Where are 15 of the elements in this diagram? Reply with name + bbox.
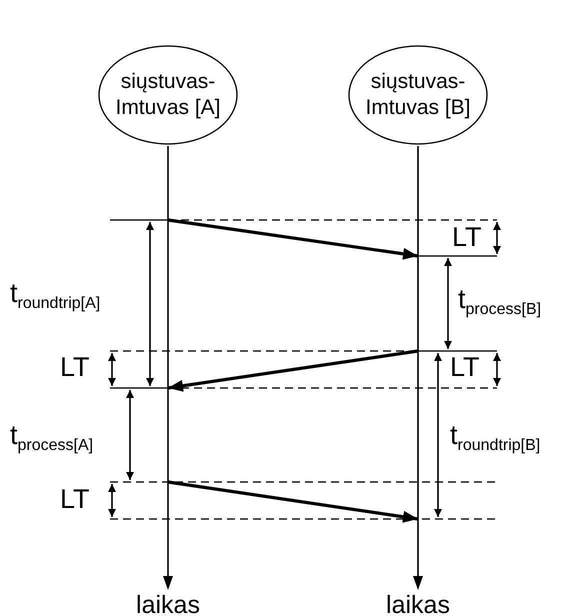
duration-label: LT <box>452 222 482 253</box>
duration-label: t$_{process[B]}$ <box>458 284 542 319</box>
duration-label: t$_{roundtrip[A]}$ <box>10 278 100 313</box>
participant-label: siųstuvas-Imtuvas [B] <box>364 69 472 121</box>
duration-label: LT <box>60 484 90 515</box>
participant-label: siųstuvas-Imtuvas [A] <box>114 69 222 121</box>
duration-label: t$_{roundtrip[B]}$ <box>450 420 540 455</box>
message-arrow <box>168 349 418 392</box>
duration-label: LT <box>450 352 480 383</box>
time-axis-label: laikas <box>135 592 201 616</box>
time-axis-label: laikas <box>385 592 451 616</box>
message-arrow <box>168 480 418 523</box>
message-arrow <box>168 218 418 260</box>
duration-label: t$_{process[A]}$ <box>10 420 94 455</box>
duration-label: LT <box>60 352 90 383</box>
